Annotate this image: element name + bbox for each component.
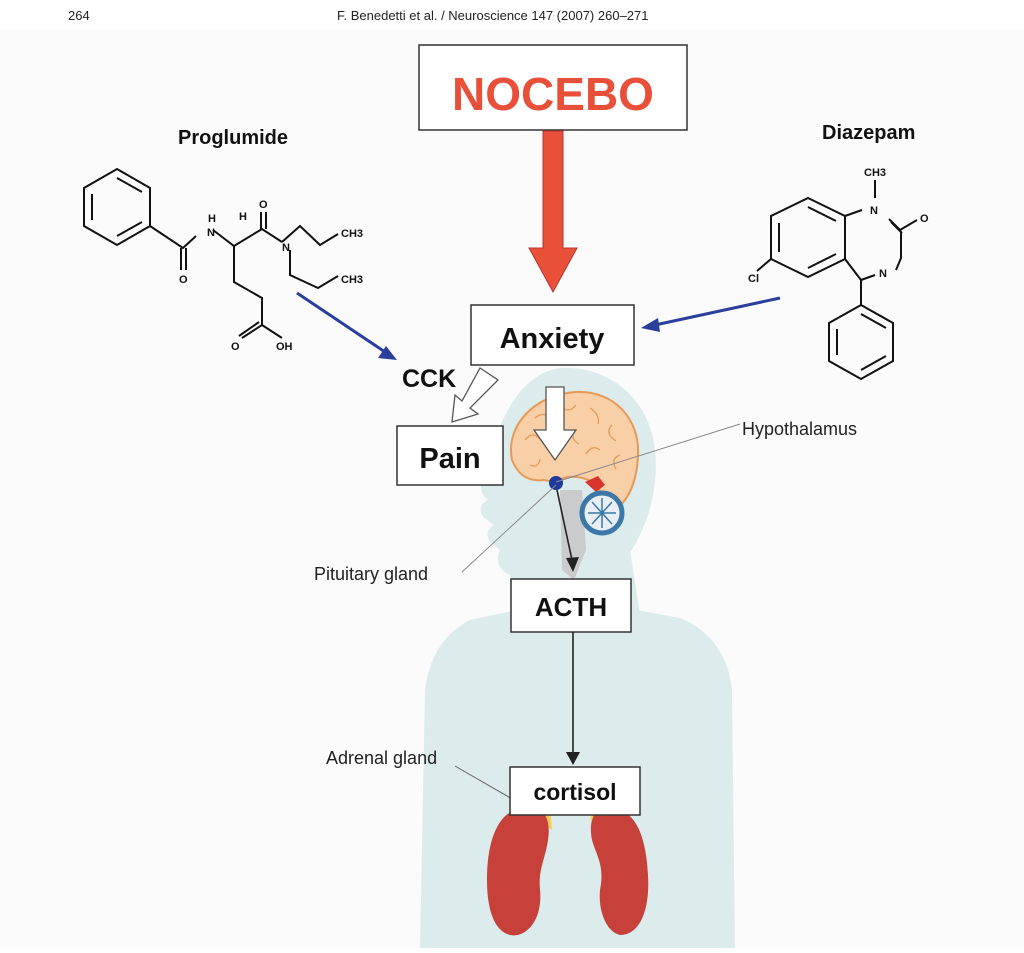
diazepam-bonds	[756, 180, 918, 305]
pituitary-to-acth-line	[556, 489, 573, 561]
adrenal-gland-label: Adrenal gland	[326, 748, 437, 768]
acth-to-cortisol-arrowhead	[566, 752, 580, 765]
pain-box	[396, 425, 504, 486]
diazepam-arrow-line	[654, 296, 781, 327]
diazepam-phenyl-ring	[828, 303, 894, 381]
atom-h: H	[208, 213, 216, 225]
pituitary-leader-line	[461, 484, 557, 573]
proglumide-arrow-head	[378, 346, 397, 360]
anxiety-label: Anxiety	[500, 323, 605, 355]
atom-h: H	[239, 211, 247, 223]
atom-ch3: CH3	[341, 274, 363, 286]
atom-o: O	[231, 341, 240, 353]
atom-n: N	[282, 242, 290, 254]
atom-ch3: CH3	[864, 167, 886, 179]
cerebellum-folds	[588, 498, 616, 528]
proglumide-benzene-ring	[83, 167, 151, 247]
hypothalamus-leader-line	[555, 423, 741, 483]
atom-n: N	[879, 268, 887, 280]
proglumide-name: Proglumide	[178, 127, 288, 149]
anxiety-to-brain-hollow-arrow	[532, 386, 578, 462]
proglumide-arrow-line	[296, 291, 386, 354]
nocebo-label: NOCEBO	[452, 68, 654, 120]
citation: F. Benedetti et al. / Neuroscience 147 (…	[337, 8, 649, 23]
atom-o: O	[259, 199, 268, 211]
cck-to-pain-hollow-arrow	[451, 367, 500, 423]
nocebo-figure: NOCEBO Anxiety CCK Pain Hypothalamus Pit…	[0, 30, 1024, 948]
atom-n: N	[207, 227, 215, 239]
running-head: 264 F. Benedetti et al. / Neuroscience 1…	[0, 8, 1024, 28]
acth-box	[510, 578, 632, 633]
nocebo-diagram: NOCEBO Anxiety CCK Pain Hypothalamus Pit…	[83, 44, 929, 948]
proglumide-structure: Proglumide H N H O N CH3 CH3 O O OH	[83, 127, 363, 353]
cortisol-box	[509, 766, 641, 816]
pituitary-gland-label: Pituitary gland	[314, 564, 428, 584]
diazepam-arrow-head	[641, 318, 660, 332]
diazepam-structure: Diazepam CH3 N O N Cl	[748, 122, 929, 381]
nocebo-arrow	[528, 130, 578, 294]
page-number: 264	[68, 8, 90, 23]
acth-label: ACTH	[535, 592, 607, 622]
atom-cl: Cl	[748, 273, 759, 285]
diazepam-name: Diazepam	[822, 122, 915, 144]
left-kidney	[487, 806, 549, 936]
right-kidney	[590, 807, 649, 935]
diazepam-fused-ring	[770, 196, 846, 279]
pain-label: Pain	[419, 443, 480, 475]
anxiety-box	[470, 304, 635, 366]
pituitary-gland-dot	[549, 476, 563, 490]
cortisol-label: cortisol	[533, 779, 616, 805]
diazepam-phenyl-double-bonds	[836, 313, 887, 371]
nocebo-box	[418, 44, 688, 131]
atom-oh: OH	[276, 341, 293, 353]
atom-o: O	[179, 274, 188, 286]
brain-illustration	[509, 390, 640, 580]
diazepam-atom-labels: CH3 N O N Cl	[748, 167, 929, 285]
proglumide-bonds	[149, 212, 339, 339]
proglumide-atom-labels: H N H O N CH3 CH3 O O OH	[179, 199, 363, 353]
atom-n: N	[870, 205, 878, 217]
cck-label: CCK	[402, 365, 456, 393]
atom-o: O	[920, 213, 929, 225]
pituitary-to-acth-arrowhead	[566, 557, 579, 572]
diazepam-fused-ring-double-bonds	[778, 206, 837, 269]
thalamus-red	[585, 476, 605, 492]
atom-ch3: CH3	[341, 228, 363, 240]
hypothalamus-label: Hypothalamus	[742, 419, 857, 439]
brainstem	[560, 490, 586, 580]
proglumide-ring-double-bonds	[91, 177, 143, 237]
